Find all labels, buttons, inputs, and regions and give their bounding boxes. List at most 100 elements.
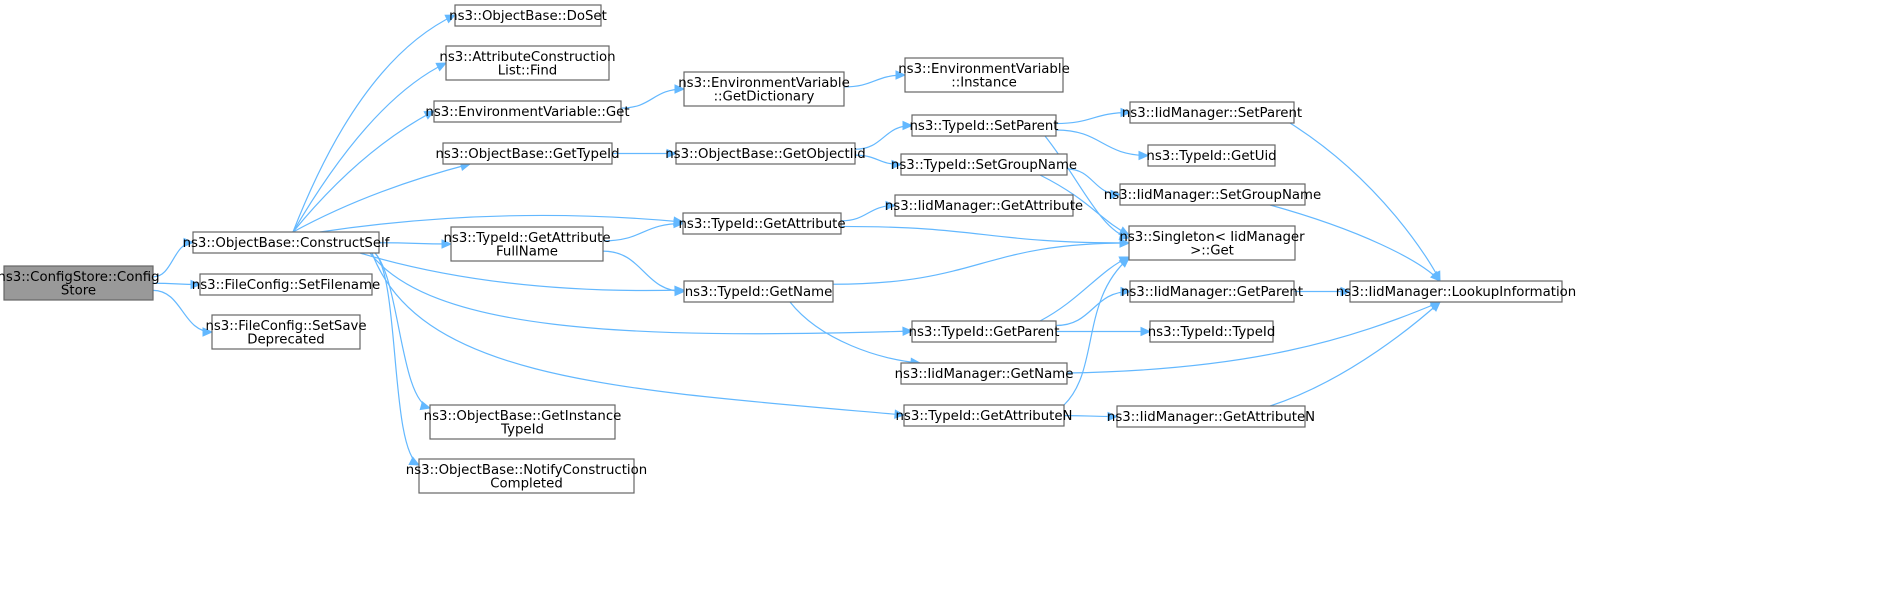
node-notifyconstruction[interactable]: ns3::ObjectBase::NotifyConstructionCompl… [406,458,647,494]
node-getobjectiid[interactable]: ns3::ObjectBase::GetObjectIid [665,142,866,165]
node-label: ns3::ObjectBase::GetTypeId [435,147,619,162]
arrowhead-icon [1120,286,1132,297]
edge-tgetattrfullname-to-tgetname [602,250,686,297]
node-envinstance[interactable]: ns3::EnvironmentVariable::Instance [898,57,1070,93]
node-box [1119,183,1306,206]
node-box [211,314,361,350]
edge-getobjectiid-to-tsetgroupname [854,154,903,170]
node-tgetattributen[interactable]: ns3::TypeId::GetAttributeN [896,404,1073,427]
arrowhead-icon [891,159,903,170]
node-box [900,153,1068,176]
arrowhead-icon [666,148,678,159]
node-isetgroupname[interactable]: ns3::IidManager::SetGroupName [1104,183,1321,206]
node-singletonget[interactable]: ns3::Singleton< IidManager>::Get [1119,225,1305,261]
arrowhead-icon [408,456,421,466]
edge-line [602,222,684,242]
node-label: ns3::ConfigStore::Config [0,270,160,285]
edge-line [371,252,905,416]
edge-constructself-to-getinstancetypeid [374,252,432,411]
edge-line [1039,174,1130,236]
node-constructself[interactable]: ns3::ObjectBase::ConstructSelf [183,231,390,254]
node-getdictionary[interactable]: ns3::EnvironmentVariable::GetDictionary [678,71,850,107]
node-label: ns3::TypeId::GetAttributeN [896,409,1073,424]
edge-getobjectiid-to-tsetparent [854,120,914,150]
node-tgetparent[interactable]: ns3::TypeId::GetParent [909,320,1060,343]
arrowhead-icon [1120,107,1132,118]
edge-line [1066,301,1441,374]
node-label: ns3::TypeId::GetParent [909,325,1060,340]
node-setfilename[interactable]: ns3::FileConfig::SetFilename [192,273,380,296]
edge-envget-to-getdictionary [620,84,686,109]
node-tgetuid[interactable]: ns3::TypeId::GetUid [1146,144,1277,167]
node-label: ns3::TypeId::GetName [685,285,833,300]
edge-line [832,242,1130,285]
edge-line [789,301,921,364]
edge-tsetgroupname-to-singletonget [1039,174,1131,236]
node-label: ns3::AttributeConstruction [439,50,615,65]
node-box [900,362,1068,385]
arrowhead-icon [444,14,457,24]
node-configstore[interactable]: ns3::ConfigStore::ConfigStore [0,265,160,301]
edge-line [1063,257,1130,406]
node-tgetattribute[interactable]: ns3::TypeId::GetAttribute [678,212,846,235]
arrowhead-icon [1340,286,1352,297]
edge-constructself-to-tgetparent [369,252,914,337]
node-tsetparent[interactable]: ns3::TypeId::SetParent [909,114,1059,137]
edge-obgettypeid-to-getobjectiid [611,148,678,159]
arrowhead-icon [435,62,448,72]
node-label: ns3::IidManager::GetName [895,367,1074,382]
node-label: >::Get [1190,243,1234,258]
edge-line [1055,129,1149,157]
node-lookupinfo[interactable]: ns3::IidManager::LookupInformation [1336,280,1576,303]
node-label: ns3::TypeId::TypeId [1148,325,1276,340]
node-igetattributen[interactable]: ns3::IidManager::GetAttributeN [1107,405,1315,428]
node-tgetname[interactable]: ns3::TypeId::GetName [683,280,834,303]
node-label: List::Find [498,63,557,78]
node-box [450,226,604,262]
node-doset[interactable]: ns3::ObjectBase::DoSet [449,4,607,27]
node-box [682,212,842,235]
arrowhead-icon [673,218,685,229]
node-label: FullName [496,244,558,259]
node-envget[interactable]: ns3::EnvironmentVariable::Get [425,100,630,123]
node-label: ns3::EnvironmentVariable [678,76,850,91]
edge-tgetparent-to-ttypeid [1056,326,1152,337]
edge-line [840,225,1130,244]
node-label: ns3::IidManager::SetParent [1122,106,1302,121]
node-box [1129,280,1295,303]
edge-line [292,110,435,233]
node-igetname[interactable]: ns3::IidManager::GetName [895,362,1074,385]
node-label: ns3::TypeId::GetAttribute [443,231,610,246]
node-box [418,458,635,494]
node-label: ns3::Singleton< IidManager [1119,230,1305,245]
arrowhead-icon [885,200,897,211]
node-label: TypeId [500,422,544,437]
node-ttypeid[interactable]: ns3::TypeId::TypeId [1148,320,1276,343]
node-label: ns3::TypeId::SetParent [909,119,1058,134]
node-tsetgroupname[interactable]: ns3::TypeId::SetGroupName [891,153,1077,176]
node-igetattribute[interactable]: ns3::IidManager::GetAttribute [885,194,1083,217]
edge-tgetname-to-singletonget [832,238,1131,285]
edge-line [1039,256,1130,322]
arrowhead-icon [202,327,214,337]
node-igetparent[interactable]: ns3::IidManager::GetParent [1121,280,1303,303]
node-isetparent[interactable]: ns3::IidManager::SetParent [1122,101,1302,124]
node-label: ns3::ObjectBase::NotifyConstruction [406,463,647,478]
node-label: ns3::TypeId::GetUid [1146,149,1276,164]
edge-line [359,252,685,292]
edge-line [1055,111,1131,125]
node-label: ns3::ObjectBase::GetInstance [424,409,622,424]
edge-tgetattributen-to-singletonget [1063,257,1130,406]
node-label: ns3::FileConfig::SetFilename [192,278,380,293]
node-label: ns3::IidManager::GetAttribute [885,199,1083,214]
arrowhead-icon [1107,411,1119,422]
edge-tgetparent-to-igetparent [1055,286,1132,327]
edge-line [319,214,684,233]
arrowhead-icon [441,239,453,249]
arrowhead-icon [674,286,686,297]
node-obgettypeid[interactable]: ns3::ObjectBase::GetTypeId [435,142,620,165]
